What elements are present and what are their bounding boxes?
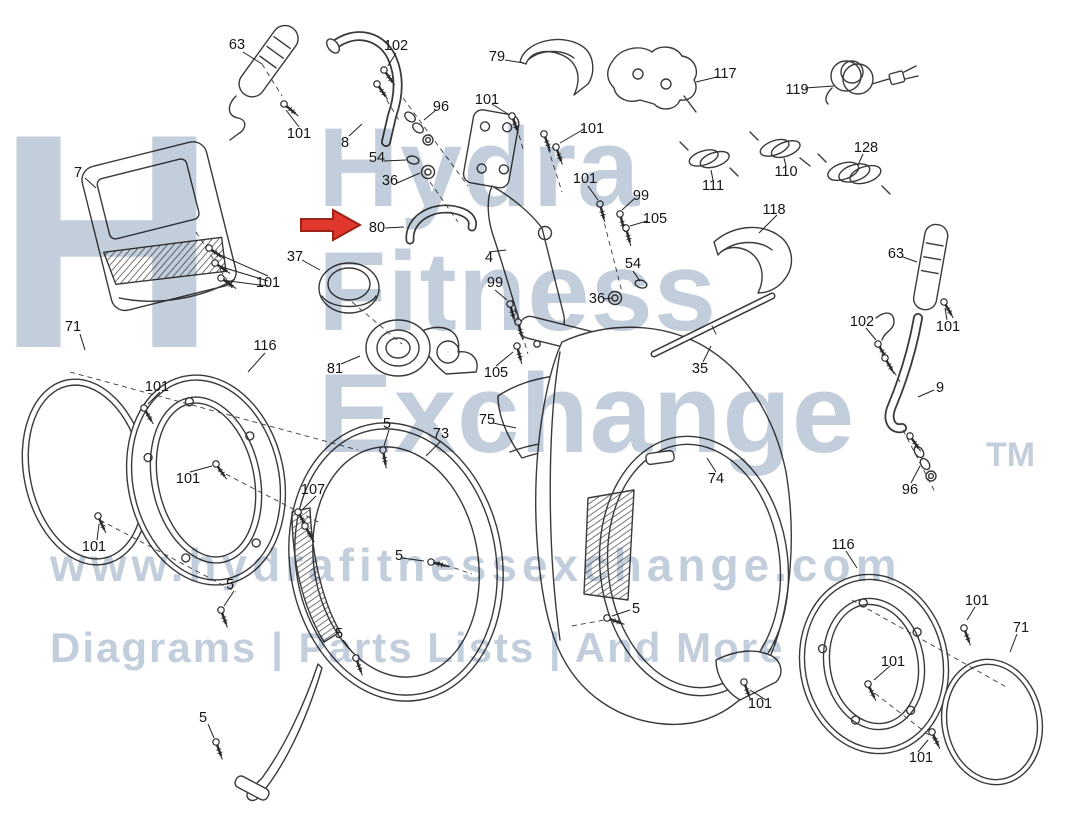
part-label-74: 74 <box>707 471 725 487</box>
part-label-96: 96 <box>901 482 919 498</box>
part-wire-111 <box>688 149 730 169</box>
part-label-71: 71 <box>64 319 82 335</box>
part-clamp-80 <box>405 204 477 245</box>
part-label-75: 75 <box>478 412 496 428</box>
part-label-118: 118 <box>762 202 786 218</box>
highlight-arrow-icon <box>300 208 363 242</box>
part-label-5: 5 <box>198 710 208 726</box>
part-label-54: 54 <box>624 256 642 272</box>
part-label-101: 101 <box>572 171 598 187</box>
part-grip-63-left <box>238 24 299 98</box>
part-label-105: 105 <box>483 365 509 381</box>
part-label-101: 101 <box>579 121 605 137</box>
part-label-116: 116 <box>253 338 277 354</box>
part-handlebar-8 <box>325 31 403 147</box>
part-label-73: 73 <box>432 426 450 442</box>
part-washers-96 <box>404 111 434 146</box>
part-label-63: 63 <box>228 37 246 53</box>
part-ring-116-right <box>798 573 950 755</box>
part-label-35: 35 <box>691 361 709 377</box>
part-post-9 <box>884 313 923 434</box>
part-label-101: 101 <box>144 379 170 395</box>
part-label-5: 5 <box>631 601 641 617</box>
part-ring-116-left <box>125 374 287 586</box>
part-label-107: 107 <box>300 482 326 498</box>
part-label-116: 116 <box>831 537 855 553</box>
part-label-81: 81 <box>326 361 344 377</box>
alignment-dashes <box>69 63 1009 743</box>
part-body-74 <box>535 326 792 726</box>
part-label-101: 101 <box>880 654 906 670</box>
part-label-101: 101 <box>474 92 500 108</box>
part-label-101: 101 <box>964 593 990 609</box>
part-cover-118 <box>713 226 793 294</box>
part-label-5: 5 <box>334 626 344 642</box>
part-label-7: 7 <box>73 165 83 181</box>
part-label-79: 79 <box>488 49 506 65</box>
part-cup-37 <box>318 262 380 314</box>
part-label-101: 101 <box>935 319 961 335</box>
part-label-102: 102 <box>849 314 875 330</box>
part-label-54: 54 <box>368 150 386 166</box>
part-label-101: 101 <box>175 471 201 487</box>
part-label-101: 101 <box>747 696 773 712</box>
part-wire-102-right <box>875 312 895 341</box>
screw-glyphs <box>94 66 971 760</box>
part-label-37: 37 <box>286 249 304 265</box>
part-label-71: 71 <box>1012 620 1030 636</box>
part-disc-71-right <box>940 658 1044 786</box>
part-label-5: 5 <box>382 416 392 432</box>
part-label-5: 5 <box>225 577 235 593</box>
part-grip-63-right <box>912 223 949 311</box>
part-label-102: 102 <box>383 38 409 54</box>
part-washer-54-right <box>634 279 648 289</box>
part-label-101: 101 <box>286 126 312 142</box>
part-label-111: 111 <box>701 178 725 194</box>
part-label-4: 4 <box>484 250 494 266</box>
part-label-117: 117 <box>713 66 737 82</box>
part-label-101: 101 <box>81 539 107 555</box>
part-cover-79 <box>519 38 594 96</box>
part-wire-128 <box>827 161 882 185</box>
part-wire-110 <box>759 138 801 159</box>
part-label-36: 36 <box>381 173 399 189</box>
part-label-105: 105 <box>642 211 668 227</box>
part-label-9: 9 <box>935 380 945 396</box>
leader-lines <box>79 51 1018 753</box>
part-bracket-117 <box>607 46 698 113</box>
part-label-63: 63 <box>887 246 905 262</box>
part-label-36: 36 <box>588 291 606 307</box>
part-label-119: 119 <box>785 82 809 98</box>
part-label-5: 5 <box>394 548 404 564</box>
part-label-101: 101 <box>908 750 934 766</box>
part-power-cord-119 <box>825 60 919 105</box>
part-label-101: 101 <box>255 275 281 291</box>
part-label-8: 8 <box>340 135 350 151</box>
part-label-99: 99 <box>486 275 504 291</box>
part-rod-35 <box>650 292 776 358</box>
part-wire-63-left <box>228 95 246 141</box>
highlight-arrow <box>300 208 363 242</box>
part-clamp-81 <box>365 319 478 377</box>
part-label-99: 99 <box>632 188 650 204</box>
part-nut-36-top <box>420 164 436 180</box>
part-label-110: 110 <box>774 164 798 180</box>
part-console-7 <box>81 141 237 312</box>
part-shield-73 <box>234 422 504 802</box>
part-label-96: 96 <box>432 99 450 115</box>
part-label-80: 80 <box>368 220 386 236</box>
part-label-128: 128 <box>853 140 879 156</box>
part-washer-54-top <box>406 155 420 165</box>
